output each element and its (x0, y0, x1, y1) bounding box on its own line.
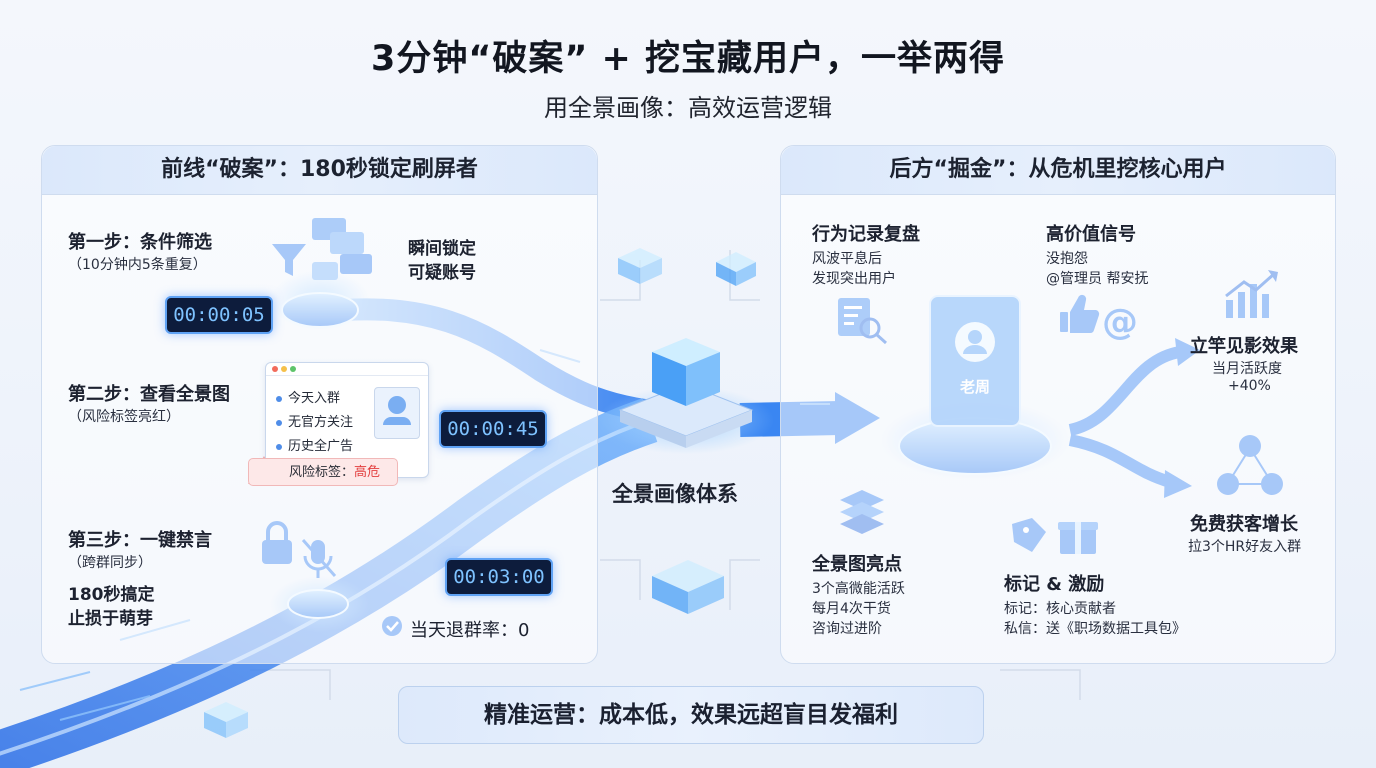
highlight-line2: 每月4次干货 (812, 601, 891, 617)
effect-title: 立竿见影效果 (1190, 336, 1298, 357)
profile-name: 老周 (959, 378, 990, 396)
step3-note-line1: 180秒搞定 (68, 585, 155, 605)
review-line2: 发现突出用户 (812, 271, 896, 287)
avatar (374, 387, 420, 439)
page-title: 3分钟“破案” + 挖宝藏用户，一举两得 (370, 39, 1006, 79)
growth-line1: 拉3个HR好友入群 (1188, 539, 1302, 555)
quit-rate: 当天退群率：0 (410, 620, 530, 641)
reward-title: 标记 & 激励 (1004, 574, 1105, 595)
step3-detail: （跨群同步） (68, 555, 152, 571)
highlight-line3: 咨询过进阶 (812, 621, 882, 637)
risk-value: 高危 (354, 465, 381, 480)
highlight-line1: 3个高微能活跃 (812, 581, 905, 597)
signal-line2: @管理员 帮安抚 (1046, 271, 1149, 287)
reward-line1: 标记：核心贡献者 (1004, 601, 1116, 617)
risk-label: 风险标签： (289, 465, 355, 480)
signal-line1: 没抱怨 (1046, 251, 1088, 267)
step1-title: 第一步：条件筛选 (68, 232, 212, 253)
step1-result-line2: 可疑账号 (408, 263, 476, 283)
right-panel-title: 后方“掘金”：从危机里挖核心用户 (781, 146, 1335, 195)
cube-icon (652, 338, 720, 406)
card-item-no-official-follow: 无官方关注 (276, 411, 353, 430)
risk-tag: 风险标签：高危 (248, 458, 398, 486)
growth-title: 免费获客增长 (1190, 514, 1298, 535)
left-panel-title: 前线“破案”：180秒锁定刷屏者 (42, 146, 597, 195)
step1-timer: 00:00:05 (165, 296, 273, 334)
step3-note-line2: 止损于萌芽 (68, 609, 153, 629)
review-title: 行为记录复盘 (812, 224, 920, 245)
step1-detail: （10分钟内5条重复） (68, 257, 207, 273)
effect-line2: +40% (1228, 378, 1271, 394)
step3-timer: 00:03:00 (445, 558, 553, 596)
footer-banner: 精准运营：成本低，效果远超盲目发福利 (398, 686, 984, 744)
signal-title: 高价值信号 (1046, 224, 1136, 245)
step2-detail: （风险标签亮红） (68, 409, 180, 425)
step1-result-line1: 瞬间锁定 (408, 239, 476, 259)
highlight-title: 全景图亮点 (812, 554, 902, 575)
card-item-history-ads: 历史全广告 (276, 435, 353, 454)
step2-title: 第二步：查看全景图 (68, 384, 230, 405)
review-line1: 风波平息后 (812, 251, 882, 267)
page-subtitle: 用全景画像：高效运营逻辑 (544, 94, 832, 122)
center-label: 全景画像体系 (612, 482, 738, 506)
step3-title: 第三步：一键禁言 (68, 530, 212, 551)
step2-timer: 00:00:45 (439, 410, 547, 448)
reward-line2: 私信：送《职场数据工具包》 (1004, 621, 1186, 637)
effect-line1: 当月活跃度 (1212, 361, 1282, 377)
right-panel: 后方“掘金”：从危机里挖核心用户 (780, 145, 1336, 664)
card-item-joined-today: 今天入群 (276, 387, 340, 406)
